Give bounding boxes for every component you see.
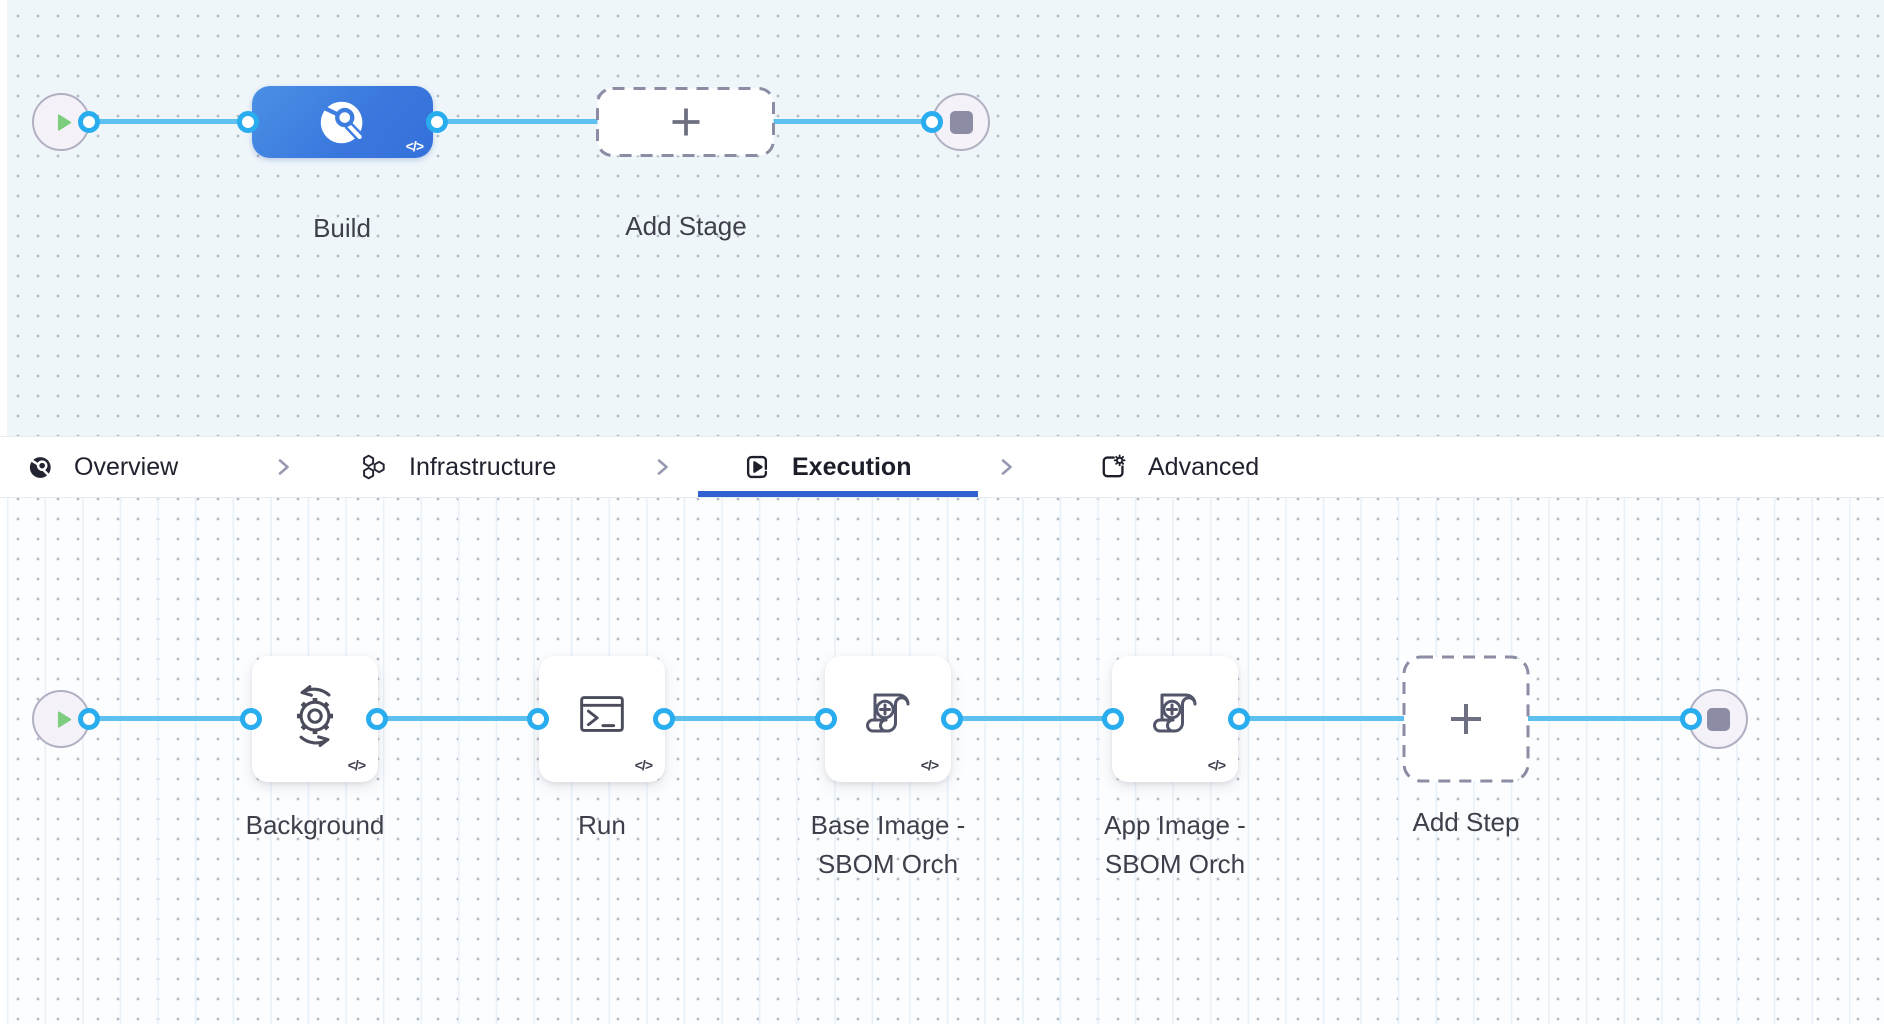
connector-port[interactable]	[1680, 708, 1702, 730]
step-label: Base Image - SBOM Orch	[811, 806, 966, 884]
step-label: Run	[578, 810, 626, 840]
tab-advanced[interactable]: Advanced	[1099, 437, 1259, 497]
connector-port[interactable]	[78, 708, 100, 730]
connector-port[interactable]	[366, 708, 388, 730]
stage-end-node[interactable]	[932, 93, 990, 151]
stage-label: Build	[313, 213, 371, 243]
stop-icon	[949, 110, 973, 134]
yaml-code-badge: </>	[405, 138, 424, 154]
connector-port[interactable]	[815, 708, 837, 730]
canvas-edge-strip	[0, 497, 7, 1024]
step-label-line: Base Image -	[810, 810, 966, 840]
add-stage-label: Add Stage	[625, 211, 747, 241]
chevron-right-icon	[273, 457, 293, 477]
yaml-code-badge: </>	[634, 757, 653, 773]
plus-icon	[1402, 655, 1530, 783]
tab-label: Advanced	[1148, 452, 1260, 481]
chevron-right-icon	[996, 457, 1016, 477]
add-step-button[interactable]	[1402, 655, 1530, 783]
step-node-background[interactable]: </>	[252, 656, 378, 782]
connector-port[interactable]	[237, 111, 259, 133]
step-label-line: App Image -	[1104, 810, 1246, 840]
step-label-line: SBOM Orch	[1104, 849, 1246, 879]
step-node-run[interactable]: </>	[539, 656, 665, 782]
canvas-edge-strip	[0, 0, 7, 436]
connector-port[interactable]	[240, 708, 262, 730]
connector-port[interactable]	[1228, 708, 1250, 730]
chevron-right-icon	[652, 457, 672, 477]
add-step-label: Add Step	[1412, 807, 1520, 837]
advanced-window-gear-icon	[1099, 453, 1127, 481]
connector-port[interactable]	[653, 708, 675, 730]
play-icon	[52, 111, 75, 134]
infrastructure-hexagons-icon	[360, 454, 388, 480]
connector-port[interactable]	[527, 708, 549, 730]
stage-detail-tabs: Overview Infrastructure	[0, 436, 1884, 497]
plus-icon	[596, 87, 775, 157]
stop-icon	[1706, 707, 1730, 731]
step-label: App Image - SBOM Orch	[1104, 806, 1246, 884]
connector-port[interactable]	[921, 111, 943, 133]
tab-overview[interactable]: Overview	[28, 437, 178, 497]
tab-label: Infrastructure	[409, 452, 557, 481]
tab-infrastructure[interactable]: Infrastructure	[360, 437, 556, 497]
step-label: Background	[245, 810, 385, 840]
connector-port[interactable]	[941, 708, 963, 730]
connector-port[interactable]	[1102, 708, 1124, 730]
add-stage-button[interactable]	[596, 87, 775, 157]
run-terminal-icon	[571, 683, 633, 745]
ci-overview-icon	[28, 455, 53, 480]
background-gear-sync-icon	[282, 681, 348, 747]
tab-label: Overview	[74, 452, 179, 481]
play-icon	[52, 708, 75, 731]
tab-label: Execution	[792, 452, 912, 481]
sbom-scroll-plus-icon	[1143, 682, 1207, 746]
step-node-app-image-sbom[interactable]: </>	[1112, 656, 1238, 782]
yaml-code-badge: </>	[347, 757, 366, 773]
ci-build-stage-icon	[319, 99, 366, 146]
stage-canvas[interactable]	[0, 0, 1884, 436]
sbom-scroll-plus-icon	[856, 682, 920, 746]
step-label-line: SBOM Orch	[817, 849, 959, 879]
stage-node-build[interactable]: </>	[252, 86, 433, 158]
stage-edge-line	[89, 119, 932, 124]
active-tab-underline	[698, 491, 978, 497]
yaml-code-badge: </>	[920, 757, 939, 773]
connector-port[interactable]	[426, 111, 448, 133]
yaml-code-badge: </>	[1207, 757, 1226, 773]
connector-port[interactable]	[78, 111, 100, 133]
tab-execution[interactable]: Execution	[743, 437, 911, 497]
step-node-base-image-sbom[interactable]: </>	[825, 656, 951, 782]
execution-play-window-icon	[743, 453, 771, 481]
